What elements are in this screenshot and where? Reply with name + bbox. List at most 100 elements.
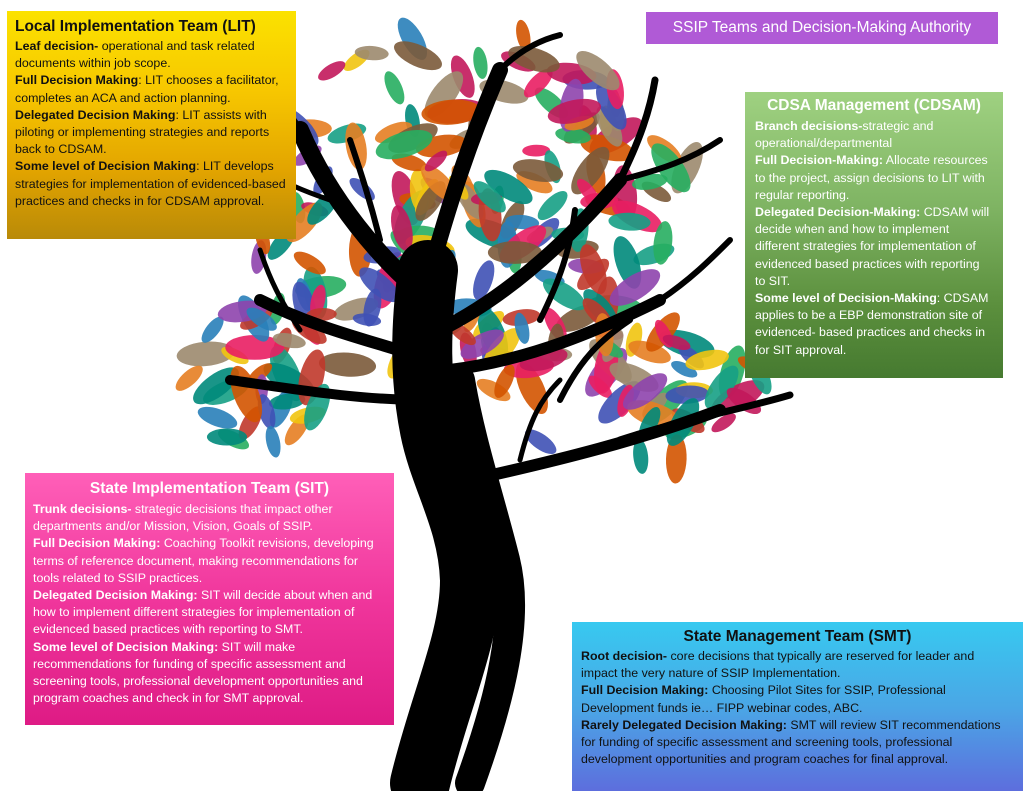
lit-item-label: Full Decision Making xyxy=(15,73,139,88)
cdsam-title: CDSA Management (CDSAM) xyxy=(767,97,981,114)
leaf xyxy=(579,244,607,295)
leaf xyxy=(424,150,448,172)
smt-item: Root decision- core decisions that typic… xyxy=(581,648,1014,682)
lit-panel: Local Implementation Team (LIT) Leaf dec… xyxy=(7,11,296,239)
leaf xyxy=(622,373,668,410)
leaf xyxy=(484,169,533,205)
leaf xyxy=(293,251,326,275)
leaf xyxy=(394,41,442,71)
smt-item: Full Decision Making: Choosing Pilot Sit… xyxy=(581,682,1014,716)
smt-item-label: Rarely Delegated Decision Making: xyxy=(581,717,787,732)
lit-title: Local Implementation Team (LIT) xyxy=(15,18,256,35)
leaf xyxy=(596,106,623,147)
leaf xyxy=(608,212,651,231)
smt-panel: State Management Team (SMT) Root decisio… xyxy=(572,622,1023,791)
leaf xyxy=(206,428,248,446)
branch xyxy=(291,121,439,309)
smt-item-text: Choosing Pilot Sites for SSIP, Professio… xyxy=(581,683,946,715)
leaf xyxy=(345,122,367,171)
branch xyxy=(254,294,436,366)
lit-item: Full Decision Making: LIT chooses a faci… xyxy=(15,72,288,106)
lit-item-label: Some level of Decision Making xyxy=(15,159,197,174)
leaf xyxy=(633,438,649,474)
smt-item-text: core decisions that typically are reserv… xyxy=(581,649,975,681)
leaf xyxy=(257,394,276,430)
diagram-title: SSIP Teams and Decision-Making Authority xyxy=(672,19,972,36)
leaf xyxy=(711,413,736,433)
branch xyxy=(444,294,666,376)
cdsam-item-label: Branch decisions- xyxy=(755,119,863,133)
sit-item-text: SIT will make recommendations for fundin… xyxy=(33,639,363,706)
diagram-title-banner: SSIP Teams and Decision-Making Authority xyxy=(646,12,998,44)
sit-item: Full Decision Making: Coaching Toolkit r… xyxy=(33,535,386,587)
leaf xyxy=(460,329,504,359)
leaf xyxy=(176,341,235,367)
leaf xyxy=(352,313,382,326)
leaf xyxy=(272,333,306,349)
leaf xyxy=(516,19,531,51)
leaf xyxy=(628,340,671,364)
leaf xyxy=(505,214,540,230)
branch xyxy=(497,32,563,73)
sit-item-text: strategic decisions that impact other de… xyxy=(33,502,333,534)
leaf xyxy=(318,352,377,377)
branch xyxy=(616,76,659,184)
leaf xyxy=(576,178,599,204)
sit-item-label: Trunk decisions- xyxy=(33,502,132,516)
branch xyxy=(225,375,430,405)
leaf xyxy=(494,364,515,398)
leaf xyxy=(685,349,730,371)
cdsam-item-label: Delegated Decision-Making: xyxy=(755,205,921,220)
sit-panel: State Implementation Team (SIT) Trunk de… xyxy=(25,473,394,725)
leaf xyxy=(632,173,668,190)
leaf xyxy=(576,50,620,91)
cdsam-item-text: Allocate resources to the project, assig… xyxy=(755,153,988,202)
leaf xyxy=(374,121,413,144)
lit-item-text: operational and task related documents w… xyxy=(15,39,255,71)
leaf xyxy=(665,434,687,484)
leaf xyxy=(653,221,673,265)
branch xyxy=(420,62,508,288)
leaf xyxy=(487,241,543,264)
cdsam-item: Branch decisions-strategic and operation… xyxy=(755,118,993,152)
sit-item-label: Delegated Decision Making: xyxy=(33,588,198,603)
lit-item-text: : LIT assists with piloting or implement… xyxy=(15,107,270,157)
lit-item-label: Delegated Decision Making xyxy=(15,107,176,122)
cdsam-item-label: Full Decision-Making: xyxy=(755,153,884,168)
cdsam-item-text: strategic and operational/departmental xyxy=(755,119,934,151)
leaf xyxy=(175,365,203,391)
leaf xyxy=(201,316,224,343)
leaf xyxy=(524,429,557,454)
branch xyxy=(616,391,794,444)
branch xyxy=(433,173,627,337)
leaf xyxy=(537,191,568,221)
leaf xyxy=(391,205,413,251)
leaf xyxy=(246,307,277,331)
lit-item: Leaf decision- operational and task rela… xyxy=(15,38,288,72)
leaf xyxy=(375,129,433,160)
leaf xyxy=(514,312,530,344)
leaf xyxy=(523,68,553,98)
trunk-right xyxy=(445,365,526,791)
leaf xyxy=(665,385,709,404)
sit-item-text: Coaching Toolkit revisions, developing t… xyxy=(33,536,374,585)
sit-title: State Implementation Team (SIT) xyxy=(89,480,330,497)
leaf xyxy=(596,83,627,130)
branch xyxy=(557,317,633,403)
sit-item: Delegated Decision Making: SIT will deci… xyxy=(33,587,386,639)
sit-item-label: Some level of Decision Making: xyxy=(33,639,219,654)
leaf xyxy=(265,425,281,458)
cdsam-item-text: : CDSAM applies to be a EBP demonstratio… xyxy=(755,291,989,357)
leaf xyxy=(359,267,400,303)
cdsam-item: Full Decision-Making: Allocate resources… xyxy=(755,152,993,204)
sit-item-text: SIT will decide about when and how to im… xyxy=(33,588,373,637)
leaf xyxy=(555,127,591,144)
leaf xyxy=(384,71,405,105)
cdsam-item: Delegated Decision-Making: CDSAM will de… xyxy=(755,204,993,290)
sit-item-label: Full Decision Making: xyxy=(33,536,161,551)
lit-item: Delegated Decision Making: LIT assists w… xyxy=(15,107,288,159)
branch xyxy=(617,137,723,183)
sit-item: Trunk decisions- strategic decisions tha… xyxy=(33,501,386,535)
branch xyxy=(347,137,383,243)
